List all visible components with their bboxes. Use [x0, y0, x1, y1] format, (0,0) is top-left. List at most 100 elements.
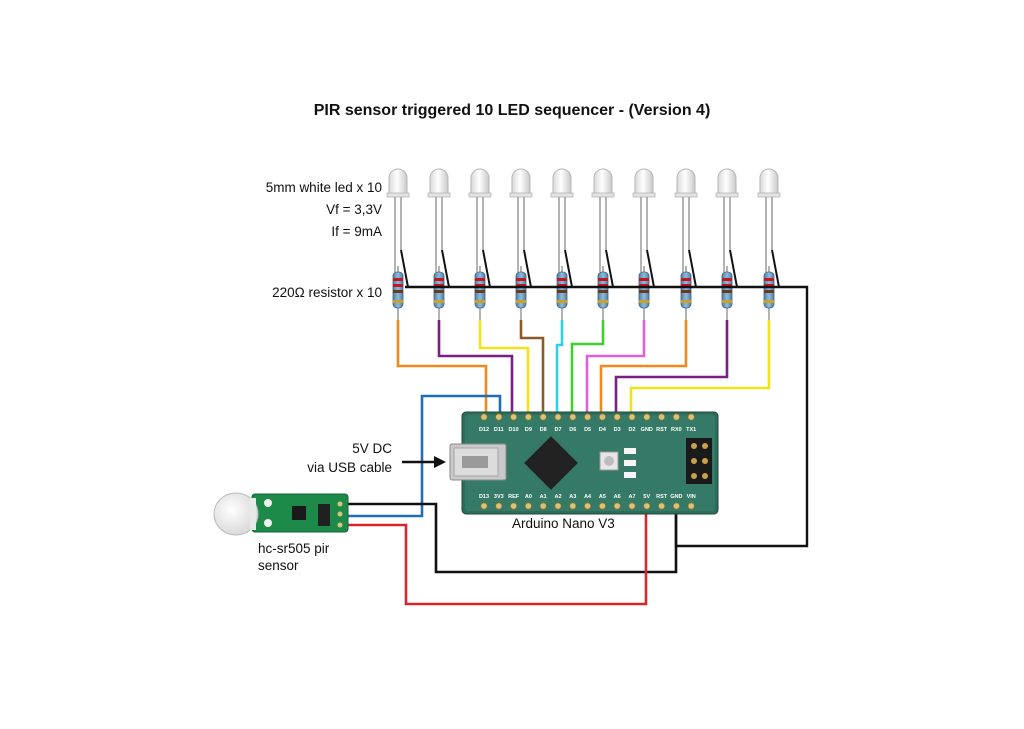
led-vf-label: Vf = 3,3V [326, 202, 382, 217]
top-pin-label: D10 [509, 427, 519, 433]
top-pin-tx1 [687, 413, 695, 421]
led-5 [550, 168, 574, 288]
wire-led6-green [570, 320, 605, 415]
led-4 [509, 168, 533, 288]
diagram-title: PIR sensor triggered 10 LED sequencer - … [313, 102, 711, 119]
resistor-6 [597, 266, 609, 322]
resistor-label: 220Ω resistor x 10 [272, 285, 382, 300]
led-2 [427, 168, 451, 288]
top-pin-d10 [509, 413, 518, 421]
resistor-array [392, 266, 775, 322]
bottom-pin-5v [643, 502, 651, 510]
bottom-pin-label: A5 [599, 494, 606, 500]
top-pin-d5 [583, 413, 592, 421]
bottom-pin-label: REF [508, 494, 520, 500]
top-pin-d3 [613, 413, 621, 421]
sensor-signal-wire-blue [345, 394, 502, 518]
bottom-pin-a6 [613, 502, 621, 510]
bottom-pin-ref [509, 502, 518, 510]
top-pin-d7 [554, 413, 562, 421]
power-label-line1: 5V DC [352, 441, 392, 456]
bottom-pin-label: A1 [540, 494, 547, 500]
bottom-pin-label: GND [670, 494, 682, 500]
resistor-3 [474, 266, 486, 322]
bottom-pin-label: A0 [525, 494, 532, 500]
wire-led1-orange [396, 320, 488, 415]
led-array [386, 168, 781, 288]
sensor-power-wire-red [345, 506, 648, 606]
top-pin-d9 [524, 413, 533, 421]
top-pin-d6 [569, 413, 577, 421]
bottom-pin-label: 3V3 [494, 494, 504, 500]
usb-power-arrow [402, 456, 446, 468]
bottom-pin-label: A6 [614, 494, 621, 500]
bottom-pin-a7 [628, 502, 636, 510]
sensor-ground-wire-black [345, 502, 678, 574]
top-pin-d4 [598, 413, 607, 421]
led-7 [632, 168, 656, 288]
resistor-5 [556, 266, 568, 322]
wire-led3-yellow [478, 320, 530, 415]
bottom-pin-3v3 [495, 502, 503, 510]
icsp-header [686, 438, 712, 484]
led-signal-wires [396, 320, 771, 415]
top-pin-rst [657, 413, 666, 421]
top-pin-d11 [495, 413, 503, 421]
top-pin-label: D6 [569, 427, 576, 433]
bottom-pin-label: A2 [554, 494, 561, 500]
top-pin-label: D11 [494, 427, 504, 433]
bottom-pin-a0 [524, 502, 533, 510]
top-pin-d8 [539, 413, 547, 421]
top-pin-label: D4 [599, 427, 607, 433]
led-8 [674, 168, 698, 288]
bottom-pin-a1 [539, 502, 547, 510]
pir-dome [213, 492, 259, 536]
resistor-8 [680, 266, 692, 322]
top-pin-d12 [480, 413, 488, 421]
top-pin-label: GND [641, 427, 653, 433]
led-if-label: If = 9mA [331, 224, 382, 239]
bottom-pin-label: A4 [584, 494, 592, 500]
resistor-4 [515, 266, 527, 322]
bottom-pin-label: 5V [643, 494, 650, 500]
bottom-pin-a3 [569, 502, 577, 510]
top-pin-gnd [643, 413, 651, 421]
led-type-label: 5mm white led x 10 [265, 180, 382, 195]
top-pin-label: RX0 [671, 427, 682, 433]
led-9 [715, 168, 739, 288]
resistor-1 [392, 266, 404, 322]
top-pin-label: D8 [540, 427, 547, 433]
wire-led8-orange [599, 320, 688, 415]
wire-led4-brown [519, 320, 545, 415]
bottom-pin-label: VIN [687, 494, 696, 500]
top-pin-label: RST [656, 427, 668, 433]
sensor-label-line2: sensor [258, 558, 299, 573]
top-pin-label: D12 [479, 427, 489, 433]
bottom-pin-label: A3 [569, 494, 576, 500]
wire-led2-purple [437, 320, 514, 415]
bottom-pin-d13 [480, 502, 488, 510]
power-label-line2: via USB cable [307, 460, 392, 475]
top-pin-label: D7 [554, 427, 561, 433]
top-pin-label: D2 [628, 427, 635, 433]
wire-led9-purple [614, 320, 729, 415]
resistor-9 [721, 266, 733, 322]
top-pin-label: D3 [614, 427, 621, 433]
top-pin-d2 [628, 413, 636, 421]
resistor-10 [763, 266, 775, 322]
sensor-label-line1: hc-sr505 pir [258, 541, 330, 556]
bottom-pin-rst [657, 502, 666, 510]
board-label: Arduino Nano V3 [512, 516, 615, 531]
bottom-pin-label: A7 [628, 494, 635, 500]
wire-led5-cyan [555, 320, 564, 415]
resistor-2 [433, 266, 445, 322]
led-6 [591, 168, 615, 288]
bottom-pin-label: D13 [479, 494, 489, 500]
top-pin-label: D9 [525, 427, 532, 433]
resistor-7 [638, 266, 650, 322]
pir-sensor [213, 492, 349, 536]
top-pin-label: D5 [584, 427, 591, 433]
